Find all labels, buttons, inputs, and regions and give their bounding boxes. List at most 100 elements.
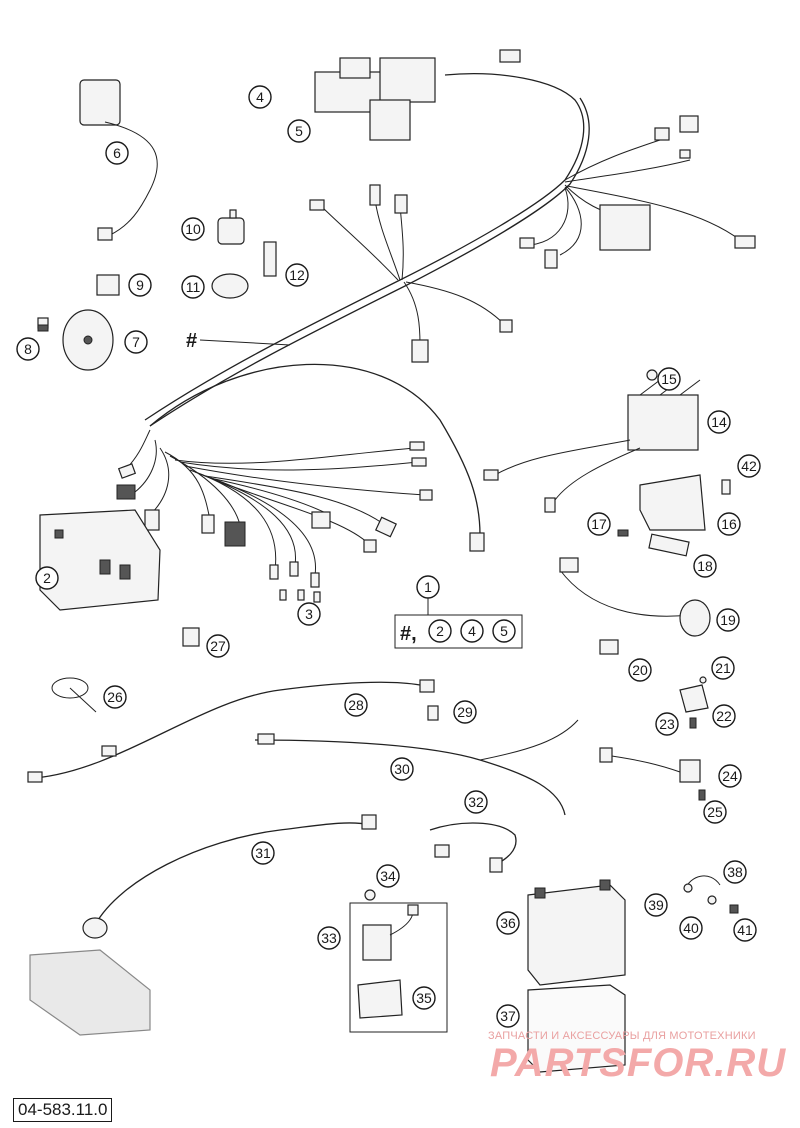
callout-20: 20 [628, 658, 652, 682]
callout-37: 37 [496, 1004, 520, 1028]
svg-text:28: 28 [348, 697, 364, 713]
svg-text:5: 5 [500, 623, 508, 639]
bracket-plate [39, 509, 161, 611]
callout-40: 40 [679, 916, 703, 940]
svg-text:2: 2 [43, 570, 51, 586]
svg-text:33: 33 [321, 930, 337, 946]
svg-text:11: 11 [186, 279, 201, 295]
svg-text:12: 12 [289, 267, 305, 283]
callout-11: 11 [181, 275, 205, 299]
starter-cable [94, 822, 371, 926]
svg-text:20: 20 [632, 662, 648, 678]
screw-8 [37, 324, 49, 332]
callout-28: 28 [344, 693, 368, 717]
small-screw [689, 717, 697, 729]
callout-38: 38 [723, 860, 747, 884]
svg-text:2: 2 [436, 623, 444, 639]
svg-text:22: 22 [716, 708, 732, 724]
svg-text:14: 14 [711, 414, 727, 430]
nut-part [646, 369, 658, 381]
callout-19: 19 [716, 608, 740, 632]
battery [527, 879, 626, 986]
svg-text:27: 27 [210, 638, 226, 654]
callout-7: 7 [124, 330, 148, 354]
switch-part [679, 684, 709, 713]
kit-item-5: 5 [492, 619, 516, 643]
harness-hash-marker: # [186, 330, 197, 352]
kit-item-4: 4 [460, 619, 484, 643]
small-relay [182, 627, 200, 647]
callout-22: 22 [712, 704, 736, 728]
horn [37, 309, 114, 371]
svg-text:18: 18 [697, 558, 713, 574]
regulator-bracket [639, 474, 706, 531]
callout-6: 6 [105, 141, 129, 165]
callout-18: 18 [693, 554, 717, 578]
svg-text:30: 30 [394, 761, 410, 777]
callout-1: 1 [416, 575, 440, 599]
callout-23: 23 [655, 712, 679, 736]
drawing-code-label: 04-583.11.0 [13, 1098, 113, 1122]
svg-text:24: 24 [722, 768, 738, 784]
callout-42: 42 [737, 454, 761, 478]
callout-39: 39 [644, 893, 668, 917]
watermark-tagline: ЗАПЧАСТИ И АКСЕССУАРЫ ДЛЯ МОТОТЕХНИКИ [488, 1030, 756, 1042]
capacitor [217, 209, 245, 245]
small-connector [599, 639, 619, 655]
washer-part [699, 676, 707, 684]
callout-16: 16 [717, 512, 741, 536]
callout-35: 35 [412, 986, 436, 1010]
svg-text:4: 4 [256, 89, 264, 105]
svg-text:1: 1 [424, 579, 432, 595]
callout-26: 26 [103, 685, 127, 709]
svg-text:6: 6 [113, 145, 121, 161]
battery-box [527, 984, 626, 1073]
callout-12: 12 [285, 263, 309, 287]
svg-text:41: 41 [737, 922, 753, 938]
callout-5: 5 [287, 119, 311, 143]
callout-21: 21 [711, 656, 735, 680]
svg-text:4: 4 [468, 623, 476, 639]
callout-4: 4 [248, 85, 272, 109]
callout-3: 3 [297, 602, 321, 626]
svg-text:29: 29 [457, 704, 473, 720]
cable-32 [429, 822, 517, 866]
svg-text:7: 7 [132, 334, 140, 350]
svg-text:10: 10 [185, 221, 201, 237]
starter-motor [29, 949, 151, 1036]
voltage-regulator [483, 379, 701, 513]
callout-25: 25 [703, 800, 727, 824]
callout-29: 29 [453, 700, 477, 724]
svg-text:8: 8 [24, 341, 32, 357]
svg-text:3: 3 [305, 606, 313, 622]
svg-text:37: 37 [500, 1008, 516, 1024]
clip-part [96, 274, 120, 296]
svg-text:32: 32 [468, 794, 484, 810]
svg-text:19: 19 [720, 612, 736, 628]
callout-9: 9 [128, 273, 152, 297]
bolt-part [698, 789, 706, 801]
svg-text:15: 15 [661, 371, 677, 387]
callout-24: 24 [718, 764, 742, 788]
main-wiring-harness [116, 49, 756, 603]
kit-item-2: 2 [428, 619, 452, 643]
svg-text:42: 42 [741, 458, 757, 474]
svg-text:26: 26 [107, 689, 123, 705]
callout-17: 17 [587, 512, 611, 536]
callout-32: 32 [464, 790, 488, 814]
svg-text:40: 40 [683, 920, 699, 936]
svg-text:5: 5 [295, 123, 303, 139]
relay-connector-block [314, 57, 436, 141]
sensor-with-cable [559, 557, 711, 637]
svg-text:38: 38 [727, 864, 743, 880]
ignition-switch [79, 79, 158, 241]
callout-15: 15 [657, 367, 681, 391]
capacitor-holder [211, 273, 249, 299]
rubber-pad [648, 533, 690, 557]
svg-text:34: 34 [380, 868, 396, 884]
callout-33: 33 [317, 926, 341, 950]
svg-text:31: 31 [255, 845, 271, 861]
callout-2: 2 [35, 566, 59, 590]
